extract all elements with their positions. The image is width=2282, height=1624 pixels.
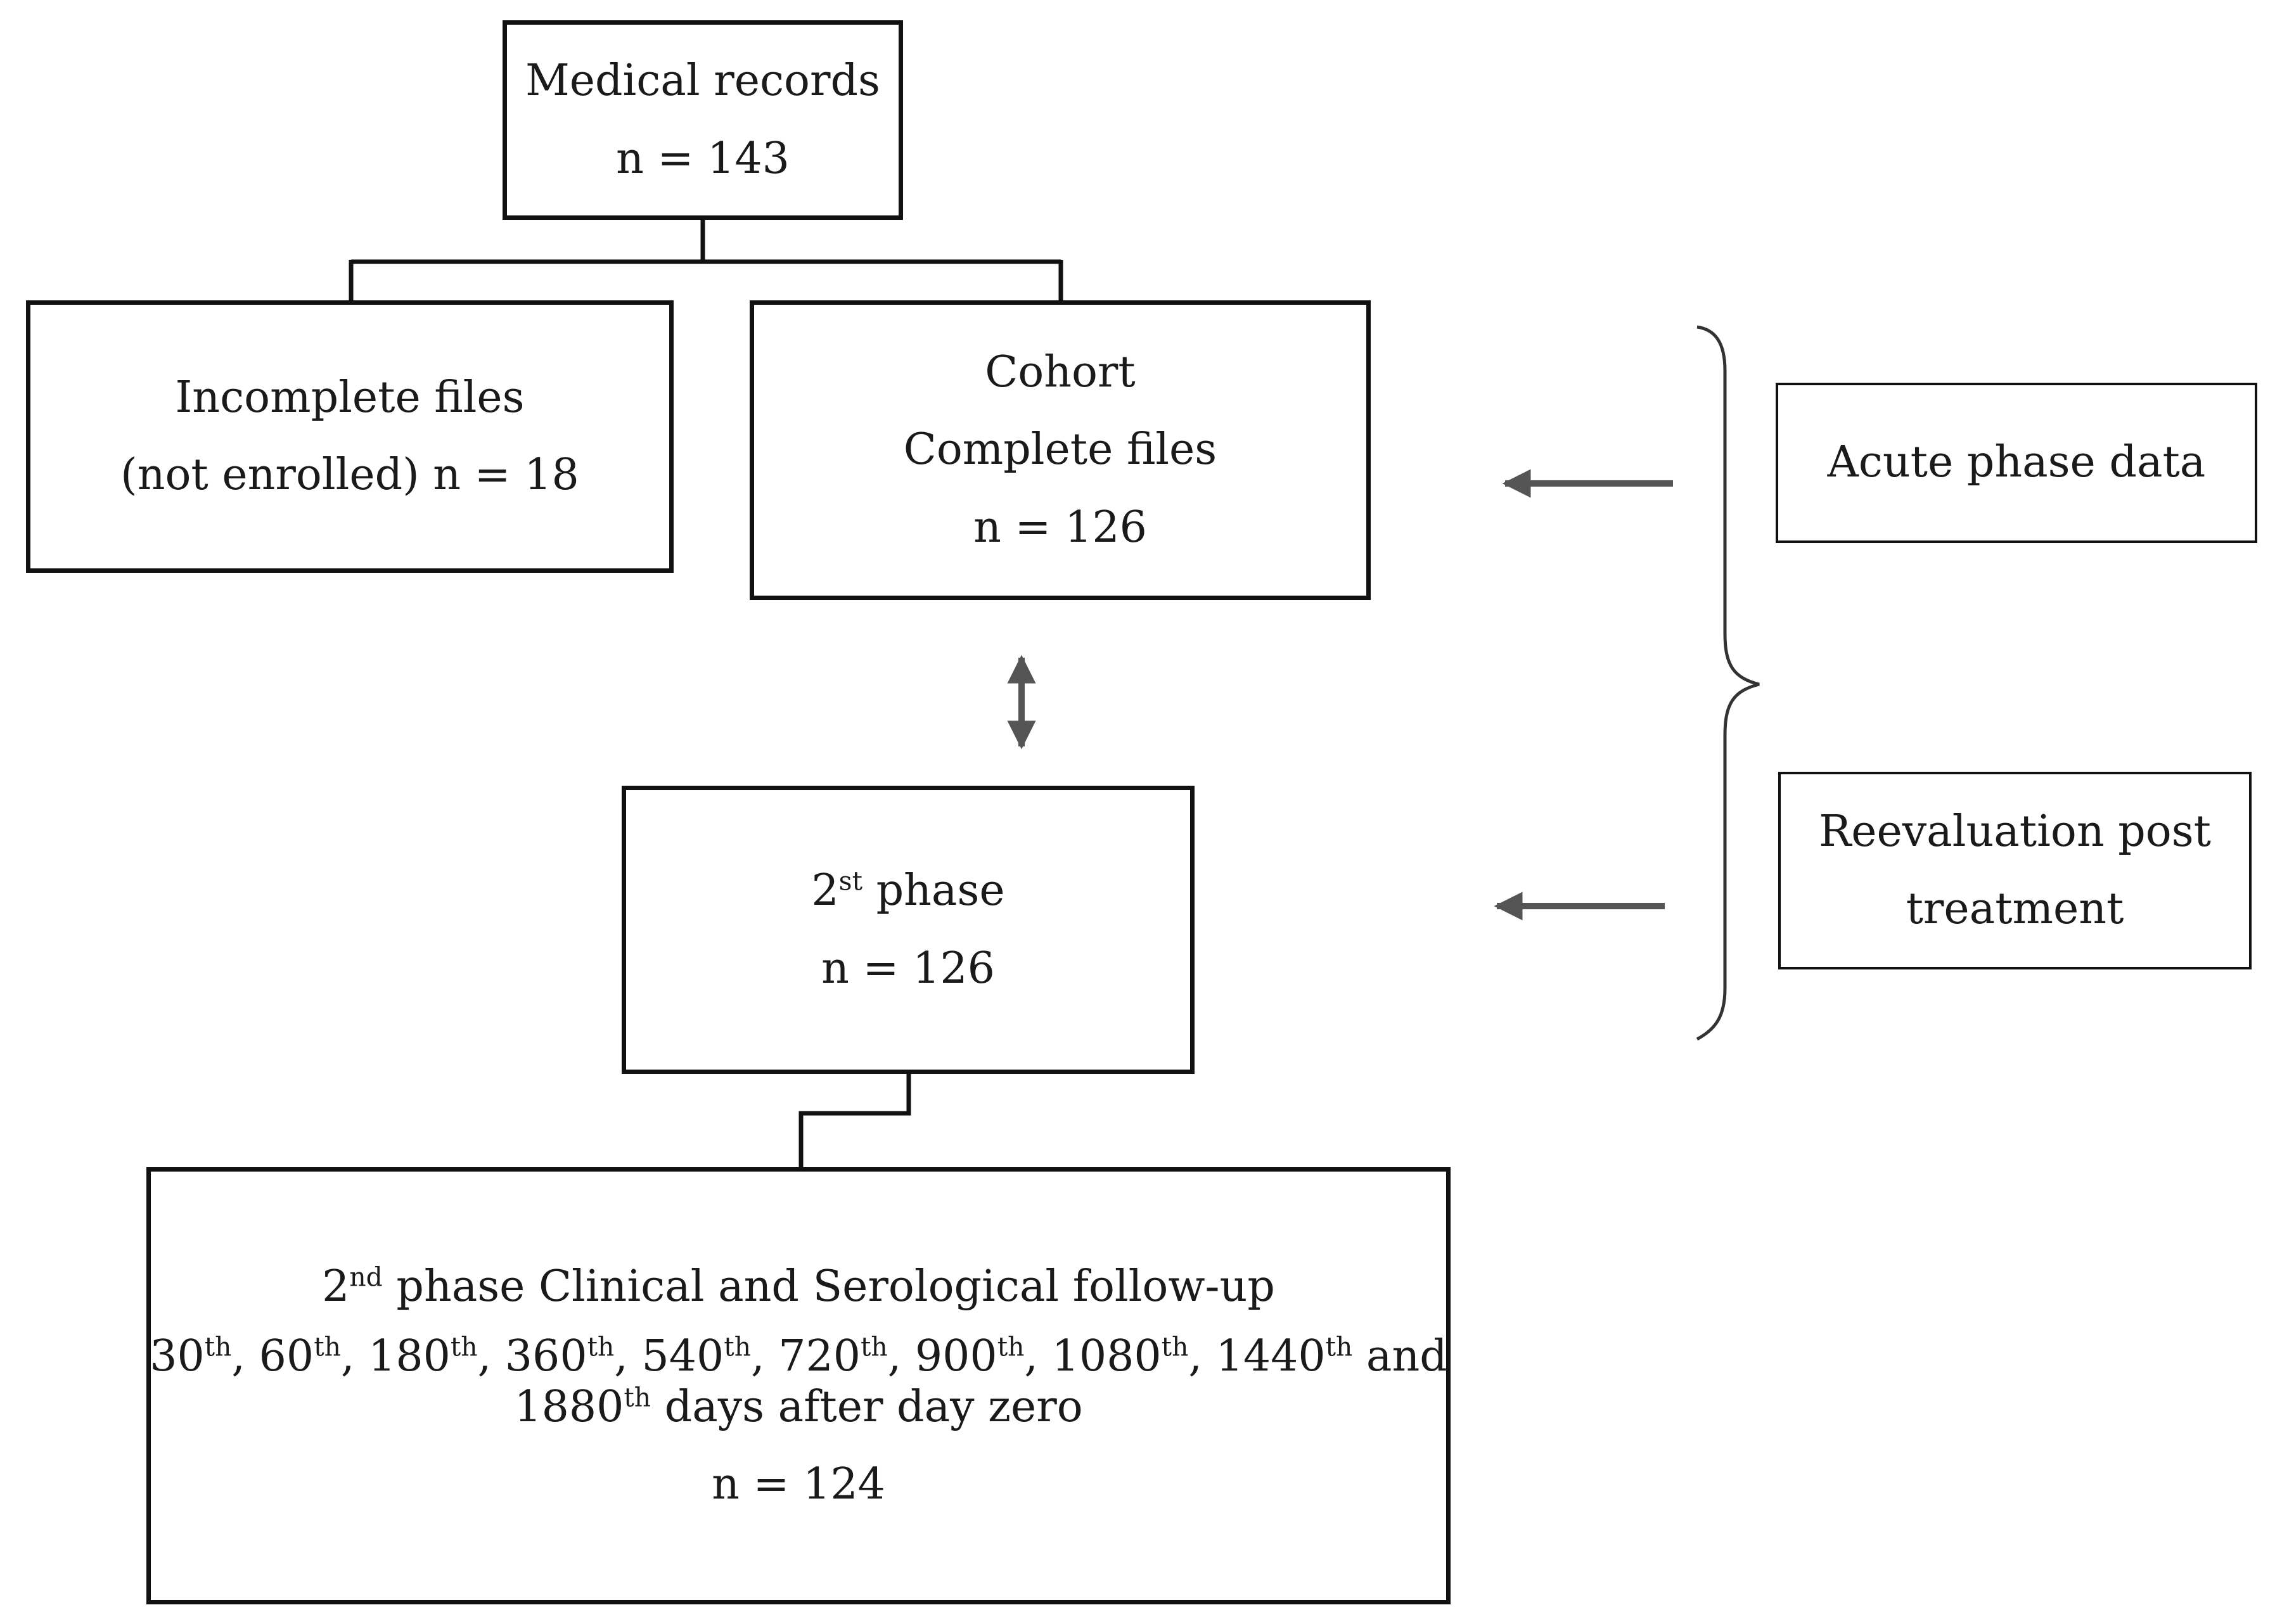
followup-day-3: 360th, — [504, 1331, 642, 1381]
incomplete-files-box: Incomplete files (not enrolled) n = 18 — [26, 300, 674, 573]
medical-records-title: Medical records — [525, 56, 880, 106]
followup-day-7: 1080th, — [1051, 1331, 1216, 1381]
reevaluation-box: Reevaluation post treatment — [1778, 772, 2252, 969]
reevaluation-line1: Reevaluation post — [1819, 806, 2211, 857]
followup-count: n = 124 — [712, 1459, 885, 1510]
followup-day-5: 720th, — [778, 1331, 915, 1381]
medical-records-count: n = 143 — [616, 133, 790, 184]
acute-phase-box: Acute phase data — [1776, 383, 2257, 543]
curly-brace — [1696, 325, 1760, 1041]
followup-day-0: 30th, — [150, 1331, 259, 1381]
followup-day-1: 60th, — [259, 1331, 369, 1381]
incomplete-files-title: Incomplete files — [175, 372, 525, 423]
cohort-subtitle: Complete files — [903, 425, 1217, 475]
followup-last-day: 1880th days after day zero — [514, 1382, 1083, 1432]
acute-phase-title: Acute phase data — [1827, 437, 2206, 488]
second-phase-box: 2st phase n = 126 — [622, 786, 1195, 1074]
cohort-count: n = 126 — [973, 502, 1147, 553]
second-phase-title: 2st phase — [811, 866, 1005, 916]
medical-records-box: Medical records n = 143 — [503, 20, 903, 220]
connector-medical-to-children — [349, 220, 1063, 300]
followup-box: 2nd phase Clinical and Serological follo… — [146, 1167, 1451, 1604]
followup-day-2: 180th, — [368, 1331, 505, 1381]
reevaluation-line2: treatment — [1906, 884, 2124, 934]
followup-day-6: 900th, — [914, 1331, 1052, 1381]
followup-title: 2nd phase Clinical and Serological follo… — [322, 1261, 1275, 1312]
incomplete-files-subtitle: (not enrolled) n = 18 — [120, 450, 579, 500]
followup-days: 30th, 60th, 180th, 360th, 540th, 720th, … — [150, 1331, 1447, 1382]
connector-second-to-followup — [798, 1074, 911, 1167]
second-phase-count: n = 126 — [821, 943, 995, 994]
cohort-box: Cohort Complete files n = 126 — [750, 300, 1371, 600]
cohort-title: Cohort — [985, 347, 1136, 398]
followup-day-4: 540th, — [641, 1331, 779, 1381]
followup-day-8: 1440th and — [1215, 1331, 1447, 1381]
